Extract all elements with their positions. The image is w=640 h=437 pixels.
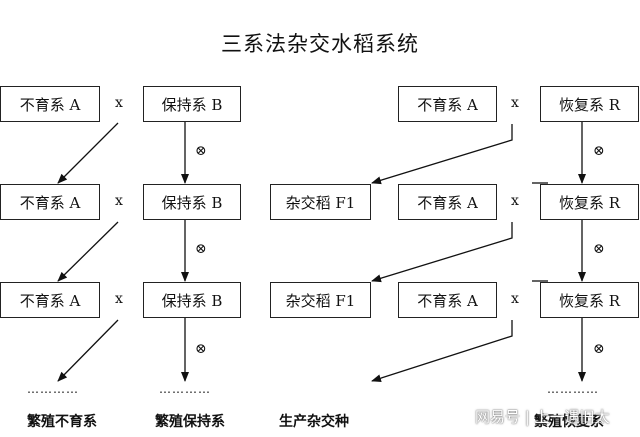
arrow-hybrid-1 [371, 124, 513, 185]
cross-symbol-left-r2: x [115, 193, 123, 209]
label-produce-hybrid-seed: 生产杂交种 [279, 414, 349, 430]
cross-symbol-left-r3: x [115, 291, 123, 307]
box-sterile-line-right-r3: 不育系 A [398, 282, 497, 318]
box-sterile-line-right-r1: 不育系 A [398, 86, 497, 122]
continuation-dots-4: ………… [547, 382, 599, 396]
box-sterile-line-r3: 不育系 A [0, 282, 100, 318]
box-hybrid-rice-r3: 杂交稻 F1 [270, 282, 371, 318]
watermark-text: 网易号 | 上一遇旧太 [475, 408, 610, 426]
selfing-symbol-r-1: ⊗ [593, 143, 605, 159]
selfing-symbol-r-3: ⊗ [593, 341, 605, 357]
arrow-left-diag-3 [57, 319, 119, 382]
continuation-dots-2: ………… [159, 382, 211, 396]
box-maintainer-line-r1: 保持系 B [143, 86, 241, 122]
box-hybrid-rice-r2: 杂交稻 F1 [270, 184, 371, 220]
box-sterile-line-r2: 不育系 A [0, 184, 100, 220]
cross-symbol-right-r2: x [511, 193, 519, 209]
selfing-symbol-b-2: ⊗ [195, 241, 207, 257]
cross-symbol-right-r3: x [511, 291, 519, 307]
arrow-hybrid-2 [371, 222, 513, 283]
box-restorer-line-r3: 恢复系 R [540, 282, 639, 318]
cross-symbol-left-r1: x [115, 95, 123, 111]
selfing-symbol-b-1: ⊗ [195, 143, 207, 159]
box-maintainer-line-r2: 保持系 B [143, 184, 241, 220]
arrow-hybrid-3 [371, 320, 513, 383]
selfing-symbol-b-3: ⊗ [195, 341, 207, 357]
box-maintainer-line-r3: 保持系 B [143, 282, 241, 318]
box-sterile-line-right-r2: 不育系 A [398, 184, 497, 220]
label-breed-maintainer-line: 繁殖保持系 [155, 414, 225, 430]
selfing-symbol-r-2: ⊗ [593, 241, 605, 257]
arrow-left-diag-1 [57, 122, 119, 184]
label-breed-restorer-line: 繁殖恢复系 [534, 414, 604, 430]
continuation-dots-1: ………… [27, 382, 79, 396]
box-restorer-line-r2: 恢复系 R [540, 184, 639, 220]
arrow-left-diag-2 [57, 221, 119, 282]
cross-symbol-right-r1: x [511, 95, 519, 111]
label-breed-sterile-line: 繁殖不育系 [27, 414, 97, 430]
box-restorer-line-r1: 恢复系 R [540, 86, 639, 122]
diagram-title: 三系法杂交水稻系统 [221, 32, 419, 56]
box-sterile-line-r1: 不育系 A [0, 86, 100, 122]
